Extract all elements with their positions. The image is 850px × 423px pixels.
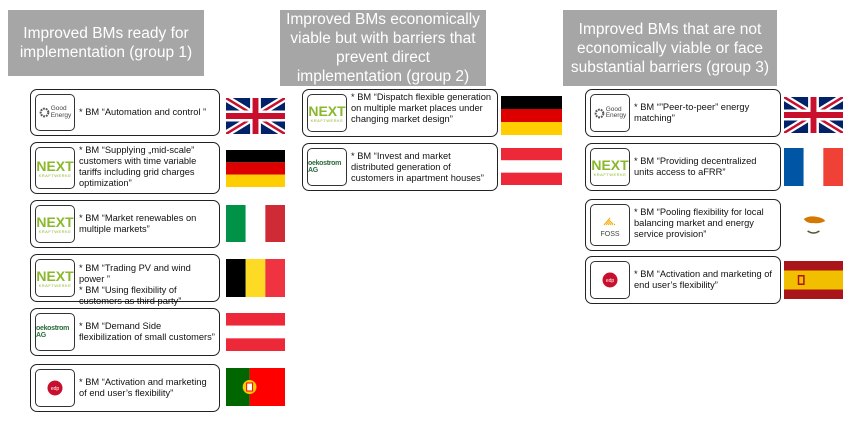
spain-flag [784,261,843,299]
group1-header: Improved BMs ready for implementation (g… [8,10,204,76]
bm-card-g3-4: edp * BM “Activation and marketing of en… [585,256,781,304]
logo-word: KRAFTWERKE [38,172,72,178]
bm-text: * BM “Pooling flexibility for local bala… [634,207,764,239]
italy-flag [226,205,285,242]
logo-word: KRAFTWERKE [38,228,72,234]
germany-flag [226,150,285,187]
logo-word: oekostrom AG [36,325,70,339]
france-flag [784,148,843,186]
edp-logo: edp [35,369,75,407]
bm-text: * BM “Market renewables on multiple mark… [79,213,197,234]
logo-word: Energy [50,111,72,119]
logo-word: KRAFTWERKE [38,282,72,288]
logo-word: FOSS [600,230,620,238]
foss-logo: FOSS [590,204,630,246]
bm-text: * BM “”Peer-to-peer” energy matching” [634,102,750,123]
bm-card-g3-3: FOSS * BM “Pooling flexibility for local… [585,199,781,251]
bm-card-g1-5: oekostrom AG * BM “Demand Side flexibili… [30,308,220,356]
bm-text: * BM “Dispatch flexible generation on mu… [351,92,492,124]
group2-header: Improved BMs economically viable but wit… [280,10,486,86]
belgium-flag [226,259,285,297]
oekostrom-logo: oekostrom AG [35,313,75,351]
bm-text: * BM “Providing decentralized units acce… [634,156,757,177]
logo-word: NEXT [36,267,74,284]
edp-logo: edp [590,261,630,299]
logo-word: KRAFTWERKE [593,171,627,177]
bm-text: * BM “Activation and marketing of end us… [79,377,207,398]
logo-word: edp [606,278,615,284]
bm-text: * BM “Activation and marketing of end us… [634,269,772,290]
logo-word: Good [50,105,67,112]
logo-word: NEXT [591,156,629,173]
germany-flag [501,96,562,135]
austria-flag [226,313,285,351]
bm-text: * BM “Automation and control ” [79,107,207,117]
bm-card-g2-2: oekostrom AG * BM “Invest and market dis… [302,143,498,191]
austria-flag [501,148,562,185]
logo-word: oekostrom AG [308,160,342,174]
logo-word: NEXT [36,157,74,174]
logo-word: NEXT [308,102,346,119]
portugal-flag [226,368,285,406]
group3-header: Improved BMs that are not economically v… [563,10,777,86]
logo-word: KRAFTWERKE [310,117,344,123]
logo-word: Good [605,105,622,113]
bm-text: * BM “Trading PV and wind power ” * BM “… [79,263,191,306]
logo-word: Energy [605,112,627,119]
oekostrom-logo: oekostrom AG [307,148,347,186]
bm-text: * BM “Demand Side flexibilization of sma… [79,321,215,342]
cyprus-flag [784,205,843,243]
uk-flag [784,97,843,133]
logo-word: edp [51,386,60,392]
logo-word: NEXT [36,213,74,230]
bm-text: * BM “Invest and market distributed gene… [351,151,484,183]
uk-flag [226,98,285,134]
bm-card-g1-6: edp * BM “Activation and marketing of en… [30,364,220,412]
bm-text: * BM “Supplying „mid-scale” customers wi… [79,145,197,188]
